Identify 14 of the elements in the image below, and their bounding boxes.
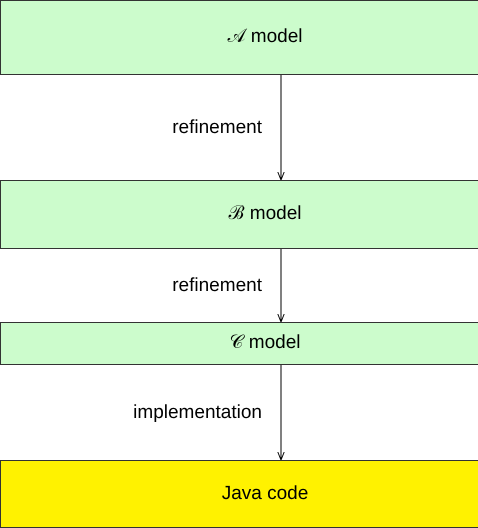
process-box bbox=[0, 0, 478, 75]
box-label: ℬ model bbox=[228, 202, 302, 226]
process-box bbox=[0, 322, 478, 365]
edge-label: refinement bbox=[172, 118, 262, 136]
edge-label: implementation bbox=[133, 402, 262, 422]
arrow bbox=[277, 248, 285, 322]
process-box bbox=[0, 460, 478, 528]
box-label: 𝒞 model bbox=[229, 331, 301, 356]
edge-label: refinement bbox=[172, 276, 262, 294]
box-label: 𝒜 model bbox=[227, 25, 303, 50]
box-label: Java code bbox=[222, 482, 308, 506]
arrow bbox=[277, 74, 285, 180]
arrow bbox=[277, 364, 285, 460]
process-box bbox=[0, 180, 478, 249]
